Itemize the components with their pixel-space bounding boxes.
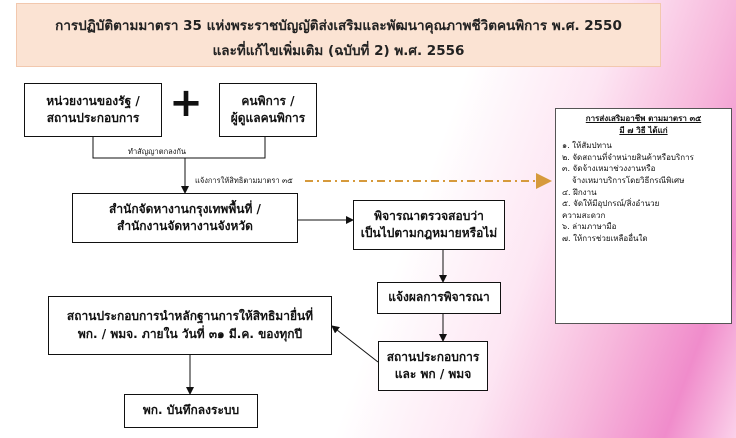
panel-item: ๗. ให้การช่วยเหลืออื่นใด [562,233,648,243]
panel-item: ความสะดวก [562,210,606,220]
agreement-connector [92,137,266,159]
box-disabled-person: คนพิการ /ผู้ดูแลคนพิการ [219,83,317,137]
panel-item: ๕. จัดให้มีอุปกรณ์/สิ่งอำนวย [562,199,660,209]
label-notify-rights: แจ้งการให้สิทธิตามมาตรา ๓๕ [195,176,293,185]
header-line-2: และที่แก้ไขเพิ่มเติม (ฉบับที่ 2) พ.ศ. 25… [212,43,465,59]
box-state-agency: หน่วยงานของรัฐ /สถานประกอบการ [24,83,162,137]
box-submit-evidence: สถานประกอบการนำหลักฐานการให้สิทธิมายื่นท… [48,296,332,355]
label-agreement: ทำสัญญาตกลงกัน [128,147,187,156]
header-line-1: การปฏิบัติตามมาตรา 35 แห่งพระราชบัญญัติส… [55,18,622,34]
panel-item: ๔. ฝึกงาน [562,187,597,197]
box-notify-result: แจ้งผลการพิจารณา [377,282,501,314]
panel-item: ๓. จัดจ้างเหมาช่วงงานหรือ [562,164,656,174]
arrow-employer-to-submit [331,325,379,363]
box-review: พิจารณาตรวจสอบว่าเป็นไปตามกฎหมายหรือไม่ [353,200,505,250]
panel-subtitle: มี ๗ วิธี ได้แก่ [619,125,668,135]
box-record-system: พก. บันทึกลงระบบ [124,394,258,428]
page-header: การปฏิบัติตามมาตรา 35 แห่งพระราชบัญญัติส… [16,3,661,67]
panel-item: ๒. จัดสถานที่จำหน่ายสินค้าหรือบริการ [562,152,694,162]
panel-title: การส่งเสริมอาชีพ ตามมาตรา ๓๕ [585,114,702,123]
panel-item: ๖. ล่ามภาษามือ [562,222,617,232]
panel-item: ๑. ให้สัมปทาน [562,141,612,151]
box-employment-office: สำนักจัดหางานกรุงเทพพื้นที่ /สำนักงานจัด… [72,193,298,243]
support-methods-panel: การส่งเสริมอาชีพ ตามมาตรา ๓๕ มี ๗ วิธี ไ… [555,108,732,324]
plus-sign: + [169,80,203,126]
box-employer: สถานประกอบการและ พก / พมจ [378,341,488,391]
panel-item: จ้างเหมาบริการโดยวิธีกรณีพิเศษ [572,175,685,185]
